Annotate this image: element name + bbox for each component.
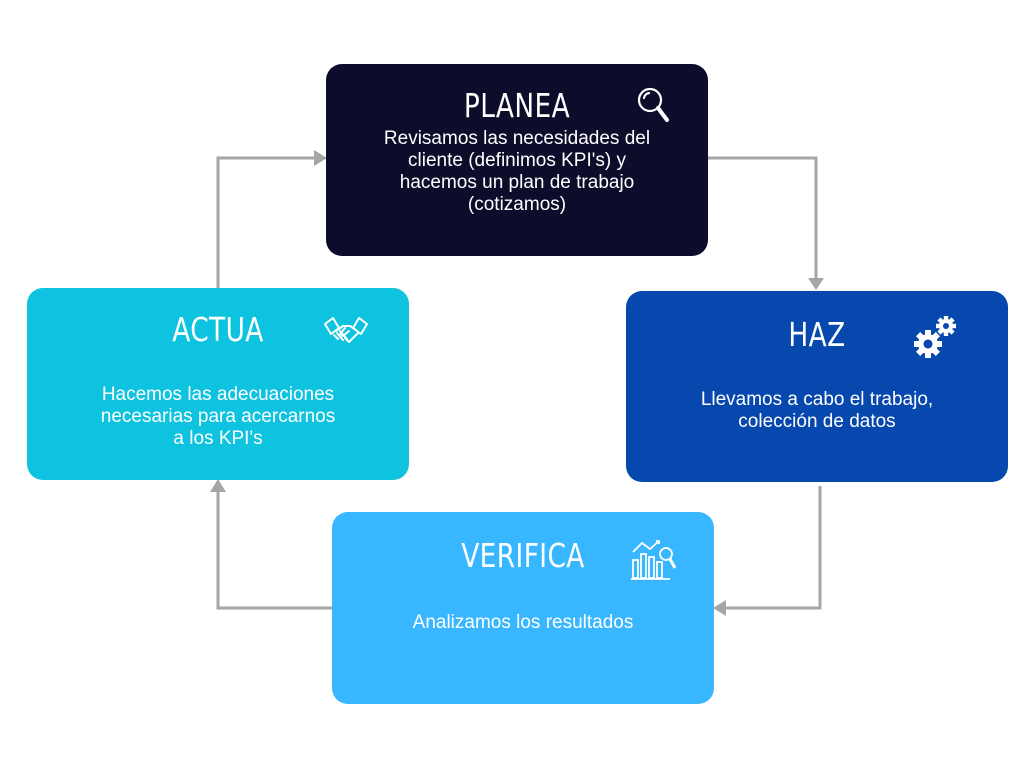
step-card-haz: HAZ Llev [626,291,1008,482]
arrowhead-planea [314,150,327,166]
handshake-icon [323,314,369,359]
step-card-planea: PLANEA Revisamos las necesidades del cli… [326,64,708,256]
step-description-verifica: Analizamos los resultados [412,612,634,633]
arrow-actua-to-planea [216,156,322,288]
step-description-planea: Revisamos las necesidades del cliente (d… [383,128,651,215]
arrow-haz-to-verifica [718,486,822,610]
arrowhead-haz [808,278,824,290]
gears-icon [910,313,960,368]
step-title-actua: ACTUA [172,310,264,349]
arrow-planea-to-haz [708,156,818,286]
arrowhead-actua [210,479,226,492]
step-title-planea: PLANEA [463,86,571,125]
magnifier-icon [636,86,670,131]
step-card-verifica: VERIFICA Analizamos los resultados [332,512,714,704]
step-description-haz: Llevamos a cabo el trabajo, colección de… [700,389,934,432]
step-title-haz: HAZ [788,315,846,354]
step-title-verifica: VERIFICA [461,536,585,575]
step-card-actua: ACTUA Hacemos las adecuaciones necesaria… [27,288,409,480]
arrowhead-verifica [713,600,726,616]
arrow-verifica-to-actua [216,484,332,610]
step-description-actua: Hacemos las adecuaciones necesarias para… [100,384,336,449]
chart-magnifier-icon [630,538,678,587]
